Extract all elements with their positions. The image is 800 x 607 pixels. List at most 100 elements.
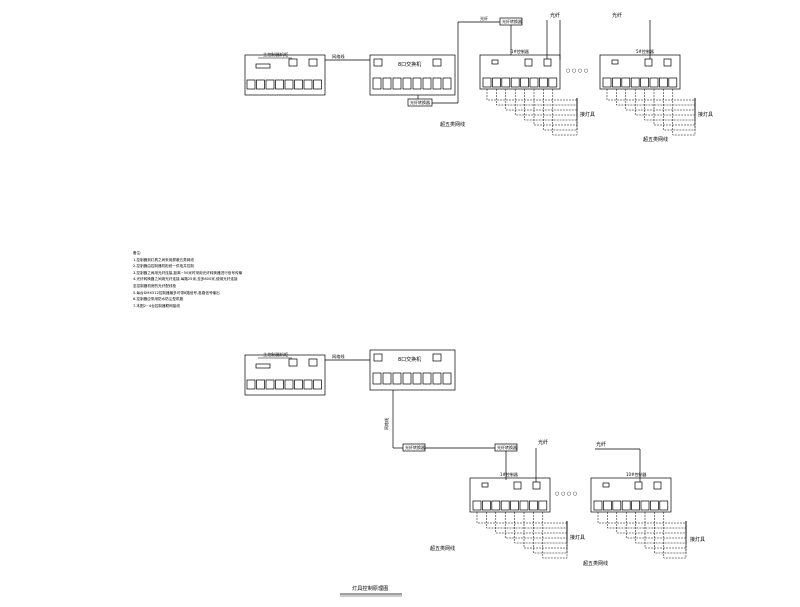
port-key [510,500,519,511]
lamp-label-top-1: 接灯具 [580,111,595,118]
port-key [612,77,621,88]
notes-line: 2.控制器由控制器机柜统一供电并控制 [133,264,194,269]
controller-top-n: 5#控制器 [599,48,681,90]
switch-bottom: 8口交换机 [369,349,456,391]
cable-line [663,512,687,559]
controller-bottom-n: 10#控制器 [590,471,672,513]
fiber-converter-top-1 [407,98,433,107]
port-key [612,500,622,511]
cable-line [625,512,687,539]
diagram-title: 灯具控制原理图 [352,584,388,592]
port-key [621,500,631,511]
svg-text:光纤: 光纤 [550,12,560,19]
port-key [303,379,313,390]
port-key [520,77,529,88]
port-key [422,372,432,385]
port-key [442,77,452,90]
port-key [303,79,313,90]
port-key [519,500,529,511]
svg-text:超五类网线: 超五类网线 [583,560,608,567]
cable-line [552,89,578,136]
notes-line: 4.光纤转换器之间用光纤连接,每路25米,至多800米,使用光纤连接 [133,277,238,282]
port-key [492,77,501,88]
cable-line [606,89,696,101]
port-key [501,77,511,88]
controller-bottom-1: 1#控制器 [469,471,551,513]
cable-line [625,89,696,111]
port-key [246,79,256,90]
switch-top: 8口交换机 [369,54,456,96]
main-console-bottom: 主控制器机柜 [244,351,326,396]
notes-line: 至控制器机房的光纤配线柜 [133,283,177,288]
fiber-converter-bottom-1 [402,443,426,452]
port-key [668,77,678,88]
port-key [631,500,640,511]
port-key [265,379,275,390]
port-key [256,379,265,390]
notes-line: 3.控制器之间用光纤连接,距离~50米时采用光纤转换器进行信号传输 [133,270,243,275]
cable-line [597,512,687,524]
cable-line [476,512,568,524]
port-key [412,77,422,90]
svg-text:光纤转换器: 光纤转换器 [502,18,522,24]
port-key [529,500,538,511]
port-key [275,379,284,390]
svg-text:接灯具: 接灯具 [690,536,705,543]
notes-block: 备注: 1.控制器到灯具之间采用屏蔽五类网线 2.控制器由控制器机柜统一供电并控… [133,250,253,309]
main-console-label: 主控制器机柜 [263,51,288,58]
svg-text:接灯具: 接灯具 [570,534,585,541]
cable-line [542,512,568,559]
cable-line [486,89,578,101]
cable-line [654,512,687,554]
cable-line [496,89,578,106]
cable-line [523,512,568,549]
port-key [432,372,442,385]
cat5-label-top-2: 超五类网线 [643,136,668,143]
port-key [491,500,501,511]
svg-text:光纤转换器: 光纤转换器 [405,444,425,450]
cable-line [635,512,687,544]
port-key [539,77,548,88]
cable-line [672,89,696,136]
port-key [402,372,412,385]
port-key [482,500,491,511]
network-label-bottom: 网络线 [383,418,389,430]
svg-text:光纤: 光纤 [596,441,606,448]
cable-line [616,512,687,534]
notes-line: 6.控制器应采用防水防尘型机箱 [133,297,184,302]
port-key [402,77,412,90]
port-key [621,77,631,88]
port-key [593,500,603,511]
port-key [275,79,284,90]
port-key [482,77,492,88]
port-key [422,77,432,90]
switch-label: 8口交换机 [398,61,421,68]
svg-text:光纤: 光纤 [480,15,488,21]
cable-line [524,89,578,121]
svg-text:网络线: 网络线 [332,353,345,360]
lamp-label-top-2: 接灯具 [698,111,713,118]
cable-line [533,89,578,126]
notes-heading: 备注: [133,251,142,255]
cable-line [607,512,687,529]
svg-text:光纤转换器: 光纤转换器 [497,444,517,450]
port-key [649,77,659,88]
port-key [294,379,303,390]
cable-line [543,89,578,131]
svg-text:1#控制器: 1#控制器 [500,471,518,477]
cable-line [533,512,568,554]
port-key [265,79,275,90]
svg-text:主控制器机柜: 主控制器机柜 [263,351,288,358]
port-key [538,500,548,511]
cable-line [505,89,578,111]
port-key [640,500,650,511]
port-key [313,379,322,390]
net-cable-label-top: 网络线 [332,53,345,60]
cable-line [514,512,568,544]
port-key [529,77,539,88]
top-system: 主控制器机柜 网络线 8口交换机 光纤转换器 光纤 光纤转换器 [244,12,713,143]
cable-line [634,89,696,116]
port-key [284,79,294,90]
port-key [372,372,382,385]
